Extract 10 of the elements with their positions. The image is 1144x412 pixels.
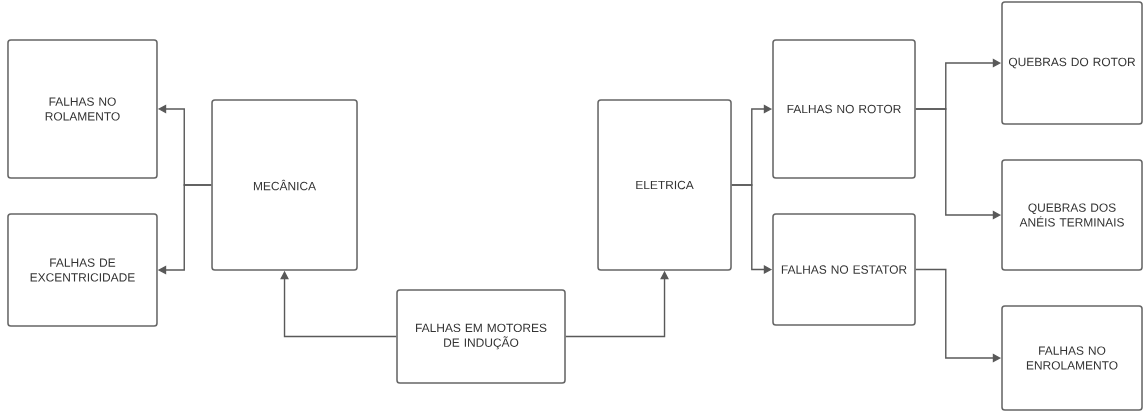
process-box: QUEBRAS DO ROTOR: [1001, 1, 1143, 125]
process-box: QUEBRAS DOS ANÉIS TERMINAIS: [1001, 159, 1143, 271]
process-box: ELETRICA: [597, 99, 732, 271]
process-box: FALHAS NO ROLAMENTO: [7, 39, 158, 179]
process-box: FALHAS NO ESTATOR: [772, 213, 916, 326]
process-box: FALHAS DE EXCENTRICIDADE: [7, 213, 158, 327]
process-box: FALHAS NO ENROLAMENTO: [1001, 305, 1143, 411]
process-box: FALHAS EM MOTORES DE INDUÇÃO: [396, 289, 566, 384]
process-box: FALHAS NO ROTOR: [772, 39, 916, 179]
process-box: MECÂNICA: [211, 99, 358, 271]
